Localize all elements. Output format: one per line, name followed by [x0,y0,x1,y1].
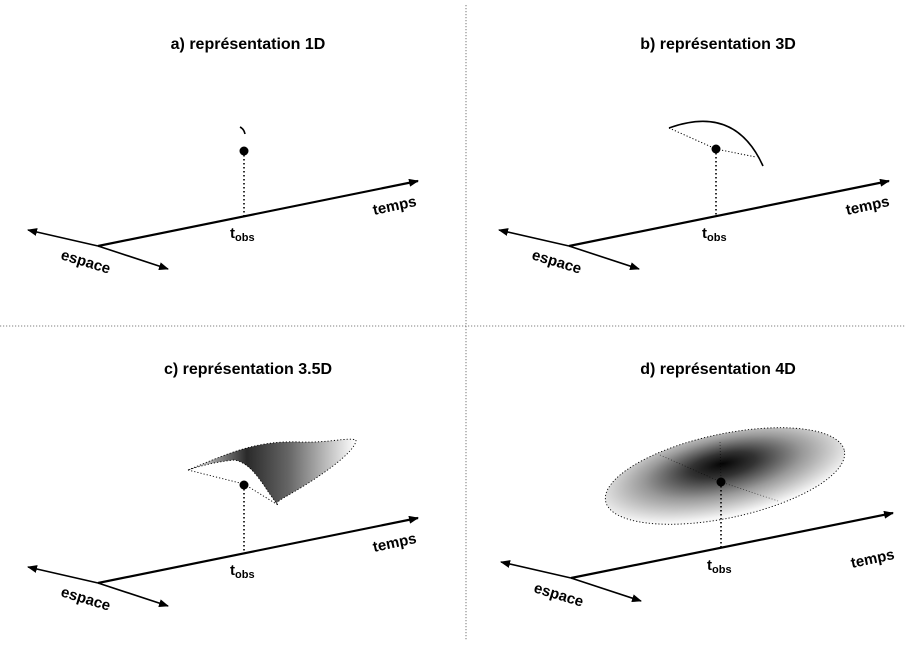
panel-a: a) représentation 1D temps espace tobs [27,36,419,278]
space-axis-arrow-right [568,245,640,270]
space-axis-arrow-right [570,577,642,602]
obs-time-label: tobs [230,562,255,581]
space-axis-label: espace [59,247,113,278]
observation-point [239,146,249,156]
panel-title: a) représentation 1D [171,36,326,53]
space-axis-arrow-right [97,245,169,270]
space-axis-label: espace [59,584,113,615]
panel-d: d) représentation 4D temps espace tobs [500,361,896,611]
space-axis-arrow-left [500,560,572,579]
obs-time-label: tobs [707,557,732,576]
forecast-curve-3d [668,120,764,167]
space-axis-label: espace [532,580,586,611]
observation-point [239,480,249,490]
time-axis-arrow [97,178,419,248]
time-axis-arrow [97,515,419,585]
time-axis-label: temps [844,193,891,219]
time-axis-arrow [570,510,894,580]
obs-time-label: tobs [230,225,255,244]
forecast-surface-3-5d [187,438,357,506]
observation-point [711,144,721,154]
space-axis-arrow-left [27,565,99,584]
forecast-spread-outline [668,127,757,158]
panel-c: c) représentation 3.5D temps espace tobs [27,361,419,615]
space-axis-arrow-left [27,228,99,247]
time-axis-label: temps [371,193,418,219]
obs-time-label: tobs [702,225,727,244]
time-axis-label: temps [849,546,896,572]
space-axis-arrow-left [498,228,570,247]
forecast-ellipse-4d [604,427,846,525]
panel-b: b) représentation 3D temps espace tobs [498,36,891,278]
panel-title: c) représentation 3.5D [164,361,332,378]
space-axis-label: espace [530,247,584,278]
time-axis-label: temps [371,530,418,556]
panel-title: d) représentation 4D [640,361,796,378]
observation-point [716,477,726,487]
panel-title: b) représentation 3D [640,36,796,53]
time-axis-arrow [568,178,890,248]
forecast-mark-1d [239,126,246,135]
space-axis-arrow-right [97,582,169,607]
